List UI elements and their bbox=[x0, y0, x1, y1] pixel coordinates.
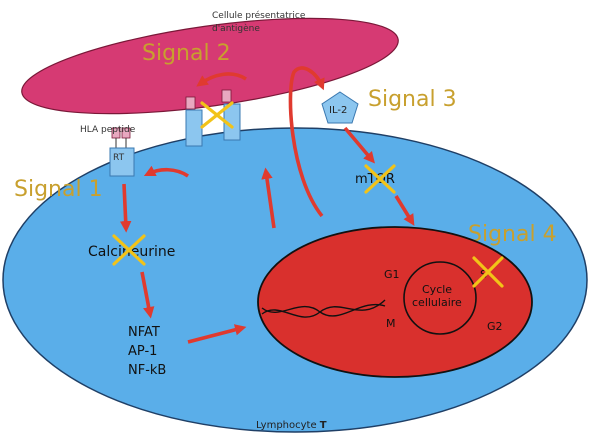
cycle-label-line2: cellulaire bbox=[412, 296, 462, 309]
arrow-apc-costim bbox=[196, 72, 247, 87]
signal-2-label: Signal 2 bbox=[142, 41, 231, 66]
cell-cycle-circle bbox=[403, 261, 477, 335]
lymphocyte-label: Lymphocyte T bbox=[256, 420, 327, 431]
mtor-block-x bbox=[364, 164, 396, 194]
hla-receptor bbox=[109, 127, 135, 177]
cycle-label-line1: Cycle bbox=[422, 283, 452, 296]
arrow-costim-to-signal1 bbox=[143, 165, 189, 178]
arrow-nucleus-up bbox=[261, 167, 276, 229]
phase-m: M bbox=[386, 317, 396, 330]
nfat-label: NFAT bbox=[128, 325, 160, 340]
nfkb-label: NF-kB bbox=[128, 363, 166, 378]
signal-1-label: Signal 1 bbox=[14, 177, 103, 202]
signal-3-label: Signal 3 bbox=[368, 87, 457, 112]
signal-4-label: Signal 4 bbox=[468, 222, 557, 247]
arrow-nfat-to-nucleus bbox=[187, 324, 247, 344]
apc-label-line2: d'antigène bbox=[212, 23, 260, 34]
calcineurine-block-x bbox=[112, 234, 146, 266]
hla-peptide-label: HLA peptide bbox=[80, 125, 136, 135]
phase-g1: G1 bbox=[384, 268, 400, 281]
arrow-loop-to-il2 bbox=[288, 66, 325, 218]
ap1-label: AP-1 bbox=[128, 344, 157, 359]
il2-label: IL-2 bbox=[329, 105, 347, 116]
nucleus bbox=[257, 226, 533, 378]
il2-pentagon bbox=[321, 91, 359, 124]
dna-strand bbox=[261, 299, 386, 318]
s-phase-block-x bbox=[472, 256, 504, 288]
rt-label: RT bbox=[113, 153, 125, 163]
signal2-block-x bbox=[200, 101, 234, 129]
arrow-calcineurine-to-nfat bbox=[140, 271, 155, 319]
arrow-mtor-to-cycle bbox=[394, 195, 415, 226]
antigen-presenting-cell bbox=[21, 17, 399, 115]
apc-label-line1: Cellule présentatrice bbox=[212, 10, 306, 21]
arrow-rt-to-calcineurine bbox=[119, 183, 132, 233]
phase-g2: G2 bbox=[487, 320, 503, 333]
arrow-il2-to-mtor bbox=[343, 126, 375, 164]
